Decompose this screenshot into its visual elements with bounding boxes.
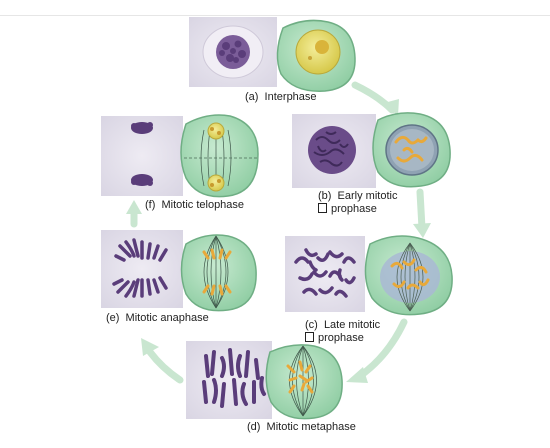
stage-telophase bbox=[101, 114, 259, 198]
arrow-c-to-d bbox=[356, 318, 408, 380]
label-early-prophase-line1: (b) Early mitotic bbox=[318, 190, 398, 202]
label-early-prophase-line2: prophase bbox=[318, 203, 377, 215]
label-late-prophase-line1: (c) Late mitotic bbox=[305, 319, 381, 331]
label-anaphase: (e) Mitotic anaphase bbox=[106, 312, 209, 324]
stage-interphase bbox=[189, 17, 356, 92]
metaphase-chromosomes bbox=[202, 348, 266, 408]
arrow-d-to-e bbox=[146, 348, 184, 384]
top-divider bbox=[0, 15, 550, 16]
placeholder-symbol bbox=[318, 203, 327, 213]
telophase-cell bbox=[180, 114, 259, 198]
label-early-prophase-line2-text: prophase bbox=[331, 203, 377, 215]
interphase-cell bbox=[276, 19, 356, 92]
metaphase-cell bbox=[265, 344, 343, 420]
stage-late-prophase bbox=[285, 235, 453, 316]
telophase-chromatin bbox=[131, 122, 153, 186]
early-prophase-cell bbox=[372, 112, 451, 188]
label-telophase: (f) Mitotic telophase bbox=[145, 199, 245, 211]
anaphase-cell bbox=[180, 234, 257, 312]
late-prophase-cell bbox=[364, 235, 453, 316]
interphase-chromatin bbox=[216, 35, 250, 69]
label-late-prophase-line2: prophase bbox=[305, 332, 364, 344]
label-metaphase: (d) Mitotic metaphase bbox=[247, 421, 356, 433]
late-prophase-chromosomes bbox=[294, 248, 356, 298]
anaphase-chromosomes bbox=[112, 238, 168, 298]
label-interphase: (a) Interphase bbox=[245, 91, 317, 103]
stage-anaphase bbox=[101, 230, 257, 312]
stage-early-prophase bbox=[292, 112, 451, 188]
early-prophase-chromatin bbox=[308, 126, 356, 174]
label-late-prophase-line2-text: prophase bbox=[318, 332, 364, 344]
placeholder-symbol bbox=[305, 332, 314, 342]
arrow-a-to-b bbox=[351, 81, 396, 114]
arrow-b-to-c bbox=[416, 188, 426, 232]
stage-metaphase bbox=[186, 341, 343, 420]
